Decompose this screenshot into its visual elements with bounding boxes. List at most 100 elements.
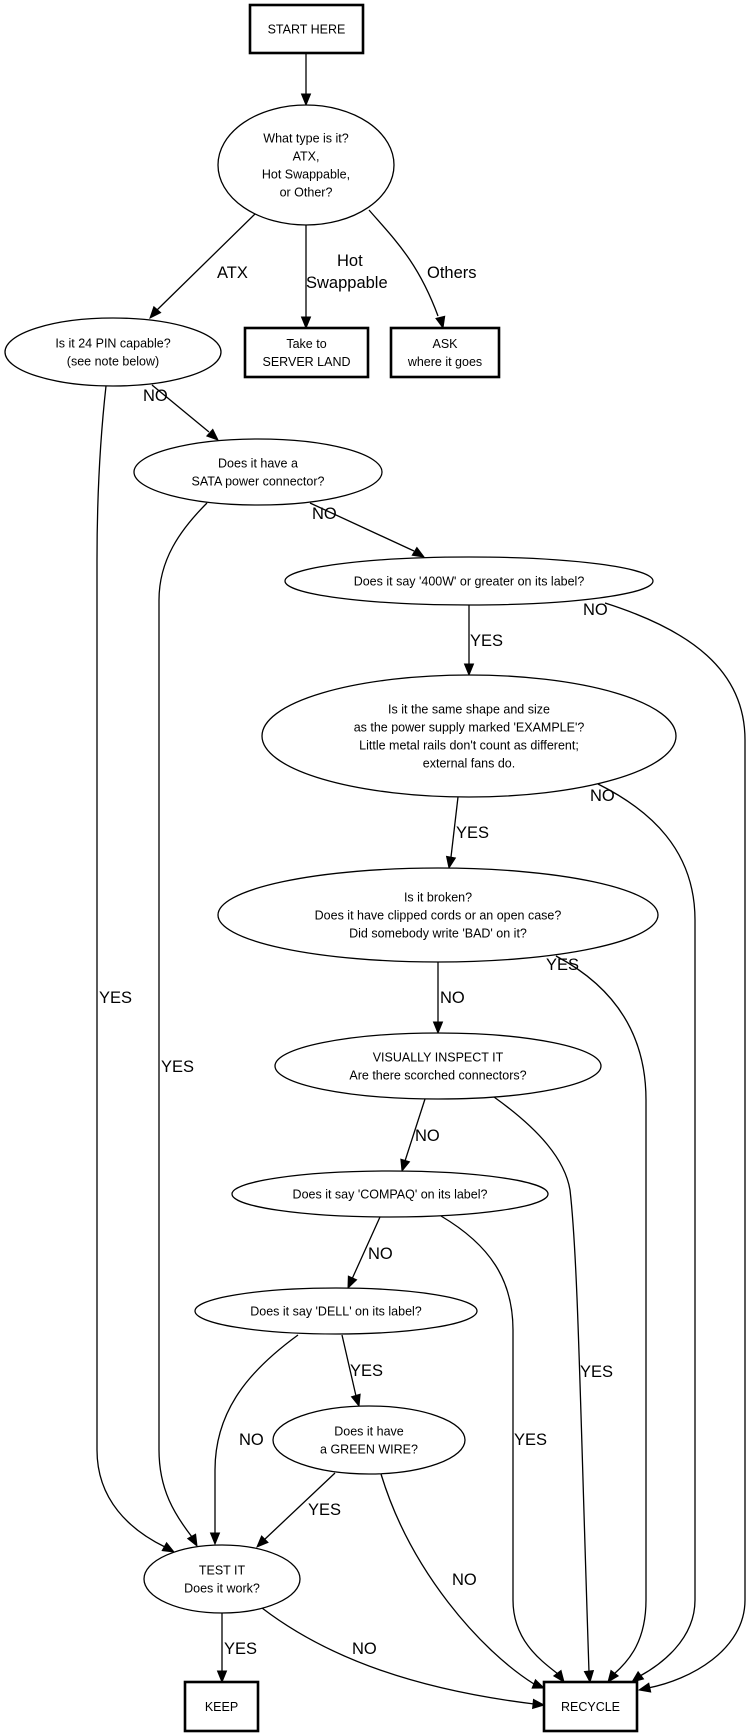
edge-line xyxy=(440,1215,559,1675)
edge-broken-visual: NO xyxy=(432,962,465,1035)
edge-line xyxy=(404,1098,426,1162)
node-compaq: Does it say 'COMPAQ' on its label? xyxy=(231,1170,549,1218)
node-text: ATX, xyxy=(293,150,320,164)
edge-pin24-sata: NO xyxy=(143,384,219,441)
edge-label: Swappable xyxy=(306,274,388,292)
arrowhead-icon xyxy=(400,1158,411,1173)
edge-test-recycle: NO xyxy=(261,1607,546,1710)
edge-line xyxy=(158,502,208,1538)
edge-w400-example: YES xyxy=(463,605,503,677)
edge-label: NO xyxy=(590,787,615,805)
node-text: SERVER LAND xyxy=(263,355,351,369)
node-text: as the power supply marked 'EXAMPLE'? xyxy=(354,721,585,735)
edge-example-broken: YES xyxy=(445,796,489,870)
node-text: ASK xyxy=(432,337,458,351)
arrowhead-icon xyxy=(350,1393,361,1408)
edge-line xyxy=(309,502,415,552)
ellipse-shape xyxy=(143,1544,301,1614)
edge-label: YES xyxy=(224,1640,257,1658)
arrowhead-icon xyxy=(432,1021,444,1035)
ellipse-shape xyxy=(194,1287,478,1335)
edge-label: YES xyxy=(546,956,579,974)
node-text: Does it say '400W' or greater on its lab… xyxy=(354,575,585,589)
node-text: What type is it? xyxy=(263,132,348,146)
edge-dell-test: NO xyxy=(209,1334,299,1546)
node-text: KEEP xyxy=(205,1700,238,1714)
edge-label: Others xyxy=(427,264,477,282)
node-ask: ASK where it goes xyxy=(389,326,501,379)
edge-green-test: YES xyxy=(256,1472,341,1548)
edge-line xyxy=(450,796,459,858)
arrowhead-icon xyxy=(347,1275,358,1290)
edge-start-type xyxy=(300,53,312,107)
arrowhead-icon xyxy=(531,1678,546,1689)
ellipse-shape xyxy=(231,1170,549,1218)
edge-label: NO xyxy=(452,1571,477,1589)
arrowhead-icon xyxy=(463,663,475,677)
node-text: Are there scorched connectors? xyxy=(349,1069,526,1083)
edge-line xyxy=(96,385,166,1548)
box-shape xyxy=(183,1680,260,1733)
node-text: Is it the same shape and size xyxy=(388,703,550,717)
arrowhead-icon xyxy=(583,1670,595,1684)
edge-line xyxy=(263,1472,336,1541)
node-dell: Does it say 'DELL' on its label? xyxy=(194,1287,478,1335)
edge-broken-recycle: YES xyxy=(546,955,647,1684)
edge-line xyxy=(261,1607,535,1705)
edge-sata-test: YES xyxy=(158,502,208,1548)
ellipse-shape xyxy=(274,1032,602,1100)
node-text: START HERE xyxy=(268,23,346,37)
ellipse-shape xyxy=(217,867,659,963)
nodes: START HERE What type is it? ATX, Hot Swappa… xyxy=(4,3,677,1733)
edge-label: NO xyxy=(583,601,608,619)
edge-type-pin24: ATX xyxy=(149,213,256,319)
arrowhead-icon xyxy=(186,1533,198,1548)
edge-label: NO xyxy=(143,387,168,405)
node-text: external fans do. xyxy=(423,757,515,771)
node-text: Is it 24 PIN capable? xyxy=(55,337,170,351)
node-w400: Does it say '400W' or greater on its lab… xyxy=(284,556,654,606)
node-text: Does it say 'COMPAQ' on its label? xyxy=(293,1188,488,1202)
ellipse-shape xyxy=(217,104,395,226)
node-text: RECYCLE xyxy=(561,1700,620,1714)
arrowhead-icon xyxy=(630,1670,645,1683)
node-text: Hot Swappable, xyxy=(262,168,350,182)
node-text: where it goes xyxy=(407,355,482,369)
edge-pin24-test: YES xyxy=(96,385,176,1553)
node-text: Little metal rails don't count as differ… xyxy=(359,739,579,753)
arrowhead-icon xyxy=(205,428,219,441)
edge-w400-recycle: NO xyxy=(583,601,746,1693)
edge-label: YES xyxy=(580,1363,613,1381)
edge-line xyxy=(214,1334,299,1534)
edge-label: YES xyxy=(456,824,489,842)
edge-label: YES xyxy=(161,1058,194,1076)
arrowhead-icon xyxy=(607,1669,620,1684)
node-example: Is it the same shape and size as the powe… xyxy=(261,674,677,798)
arrowhead-icon xyxy=(637,1682,652,1693)
edge-compaq-recycle: YES xyxy=(440,1215,565,1684)
edge-label: YES xyxy=(514,1431,547,1449)
node-keep: KEEP xyxy=(183,1680,260,1733)
arrowhead-icon xyxy=(300,93,312,107)
edge-dell-green: YES xyxy=(341,1334,383,1408)
arrowhead-icon xyxy=(149,305,162,319)
edge-line xyxy=(368,209,439,317)
edge-visual-recycle: YES xyxy=(493,1096,613,1684)
edge-line xyxy=(351,1216,381,1280)
edge-line xyxy=(555,955,647,1675)
edge-type-ask: Others xyxy=(368,209,477,330)
edge-line xyxy=(156,213,256,311)
node-text: Did somebody write 'BAD' on it? xyxy=(349,927,527,941)
box-shape xyxy=(542,1680,639,1733)
edge-line xyxy=(380,1473,535,1685)
arrowhead-icon xyxy=(216,1670,228,1684)
node-text: (see note below) xyxy=(67,355,159,369)
node-text: Is it broken? xyxy=(404,891,472,905)
